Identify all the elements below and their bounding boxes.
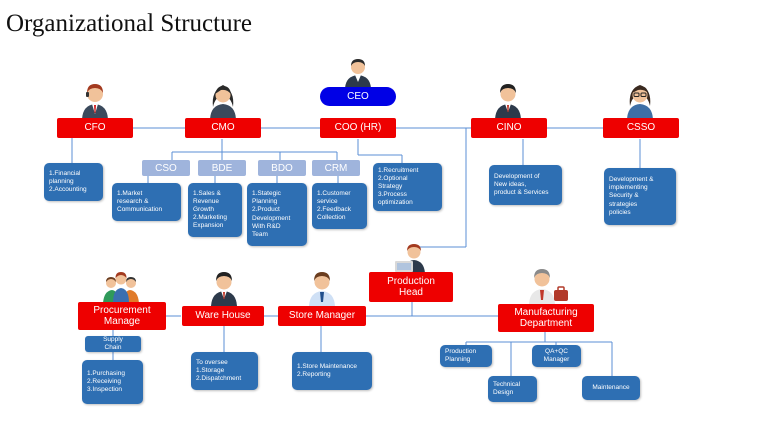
production-head-box: Production Head: [369, 272, 453, 302]
cmo-person-icon: [210, 85, 236, 119]
cso-label: CSO: [142, 160, 190, 176]
store-manager-box: Store Manager: [278, 306, 366, 326]
page-title: Organizational Structure: [6, 10, 252, 37]
cfo-person-icon: [82, 84, 108, 119]
bdo-label: BDO: [258, 160, 306, 176]
coo-box: COO (HR): [320, 118, 396, 138]
bde-label: BDE: [198, 160, 246, 176]
procurement-box: Procurement Manage: [78, 302, 166, 330]
warehouse-box: Ware House: [182, 306, 264, 326]
store-manager-person-icon: [309, 272, 335, 306]
csso-box: CSSO: [603, 118, 679, 138]
ceo-person-icon: [345, 59, 371, 88]
procurement-team-icon: [103, 272, 139, 303]
maintenance-note: Maintenance: [582, 376, 640, 400]
ceo-box: CEO: [320, 87, 396, 106]
cino-person-icon: [495, 84, 521, 119]
warehouse-person-icon: [211, 272, 237, 306]
crm-label: CRM: [312, 160, 360, 176]
production-head-person-icon: [395, 244, 425, 273]
csso-person-icon: [627, 85, 653, 119]
cfo-box: CFO: [57, 118, 133, 138]
cino-box: CINO: [471, 118, 547, 138]
manufacturing-box: Manufacturing Department: [498, 304, 594, 332]
manufacturing-person-icon: [529, 269, 568, 304]
cmo-box: CMO: [185, 118, 261, 138]
